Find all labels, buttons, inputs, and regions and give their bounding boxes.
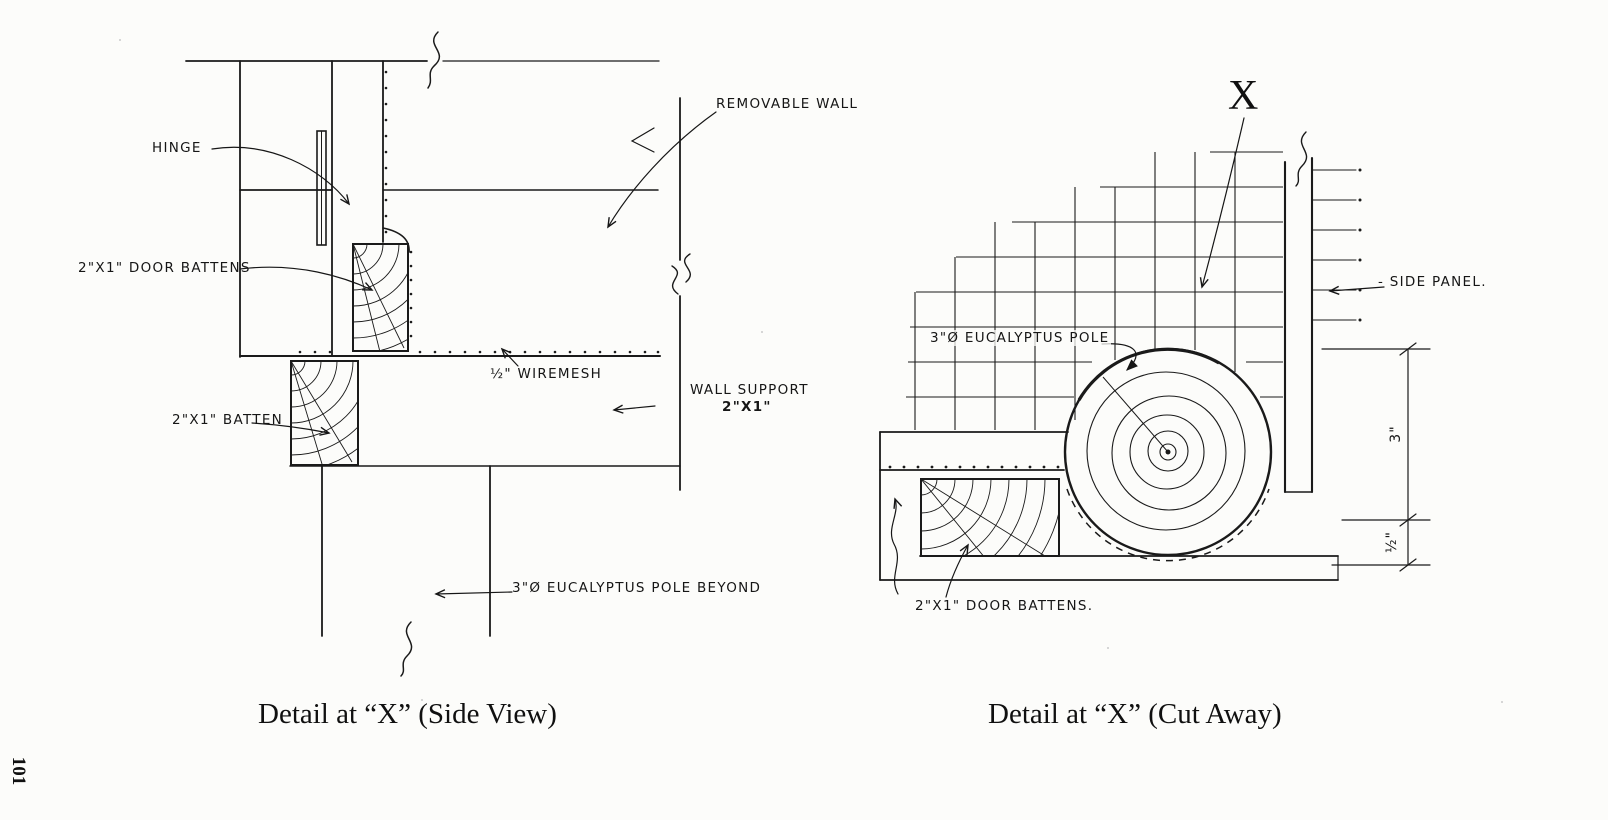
cut-away-caption: Detail at “X” (Cut Away) — [988, 698, 1282, 730]
dim-half-in-label: ½" — [1384, 531, 1400, 554]
nail-dots-rail — [888, 465, 1060, 469]
door-battens-label: 2"X1" DOOR BATTENS — [78, 260, 251, 276]
side-view-leaders — [211, 111, 717, 599]
batten-leader — [251, 422, 331, 436]
side-view-caption: Detail at “X” (Side View) — [258, 698, 557, 730]
x-marker: X — [1228, 73, 1259, 119]
wiremesh-leader — [500, 347, 519, 367]
wall-support-label: WALL SUPPORT — [690, 382, 809, 398]
wiremesh-grid — [906, 151, 1283, 430]
pole-beyond-leader — [434, 589, 513, 599]
nail-dots-post — [384, 70, 388, 234]
batten-section — [290, 360, 359, 466]
hinge-label: HINGE — [152, 140, 202, 156]
removable-wall-leader — [607, 111, 717, 229]
eucalyptus-pole-section — [1063, 347, 1273, 562]
door-battens-leader-cutaway — [945, 543, 969, 598]
nail-dots-wiremesh — [298, 350, 660, 354]
dim-tick — [1399, 342, 1417, 356]
hinge-part — [316, 130, 327, 246]
dim-tick — [1399, 513, 1417, 527]
scan-specks — [119, 39, 1503, 703]
break-squiggle-leader — [890, 497, 903, 595]
cutaway-door-batten-section — [920, 478, 1060, 557]
wall-support-leader — [612, 404, 656, 414]
wall-support-size-label: 2"X1" — [722, 399, 772, 415]
cutaway-leaders — [890, 117, 1385, 598]
pole-hidden-arc — [1066, 488, 1270, 562]
door-battens-cutaway-label: 2"X1" DOOR BATTENS. — [915, 598, 1094, 614]
dimension-lines — [1321, 342, 1431, 572]
door-battens-leader — [239, 266, 374, 291]
door-batten-section — [352, 243, 409, 352]
wiremesh-label: ½" WIREMESH — [490, 366, 603, 382]
break-squiggle-panel — [1295, 131, 1308, 187]
side-panel-part — [1283, 131, 1357, 494]
break-squiggle-right — [683, 253, 691, 283]
nail-dots-door-batten — [409, 250, 413, 338]
batten-label: 2"X1" BATTEN — [172, 412, 284, 428]
dim-tick — [1399, 558, 1417, 572]
panel-wire-dots — [1358, 168, 1362, 322]
side-panel-leader — [1328, 285, 1385, 295]
eucalyptus-pole-label: 3"Ø EUCALYPTUS POLE — [928, 330, 1112, 346]
cutaway-structure — [879, 431, 1339, 581]
hinge-leader — [211, 146, 351, 206]
pole-beyond-label: 3"Ø EUCALYPTUS POLE BEYOND — [512, 580, 762, 596]
break-squiggle-bottom — [400, 621, 413, 677]
page-number: 101 — [8, 756, 29, 786]
side-panel-label: - SIDE PANEL. — [1378, 274, 1487, 290]
x-marker-leader — [1199, 117, 1245, 289]
removable-wall-label: REMOVABLE WALL — [716, 96, 859, 112]
removable-wall-arrow — [630, 127, 655, 153]
pole-top-arc — [1077, 347, 1220, 401]
break-squiggle-top — [427, 31, 441, 89]
dim-3in-label: 3" — [1388, 425, 1404, 443]
break-squiggle-right — [671, 265, 679, 295]
